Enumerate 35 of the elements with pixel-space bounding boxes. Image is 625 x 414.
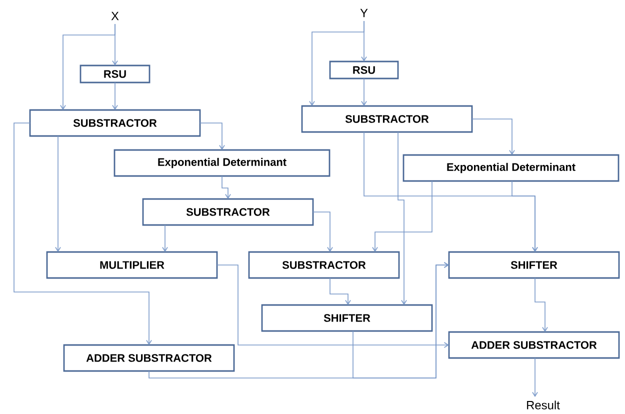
- arrow: [200, 122, 225, 150]
- process-box: SUBSTRACTOR: [29, 109, 201, 137]
- process-box: SUBSTRACTOR: [248, 251, 400, 279]
- arrow: [330, 278, 351, 305]
- arrow: [312, 212, 333, 252]
- process-box: ADDER SUBSTRACTOR: [448, 331, 620, 359]
- arrow: [361, 78, 367, 106]
- process-box: SUBSTRACTOR: [301, 105, 473, 133]
- arrow: [222, 176, 231, 199]
- arrow: [14, 122, 152, 345]
- arrow: [112, 82, 118, 110]
- arrow: [60, 24, 116, 110]
- process-box: Exponential Determinant: [114, 149, 330, 177]
- arrow: [162, 224, 168, 252]
- process-box: RSU: [80, 64, 150, 84]
- signal-label: X: [111, 12, 119, 20]
- signal-label: Result: [527, 400, 560, 410]
- process-box: Exponential Determinant: [402, 154, 620, 182]
- arrow: [532, 358, 538, 397]
- arrow: [398, 132, 407, 305]
- process-box: SHIFTER: [261, 304, 433, 332]
- process-box: SHIFTER: [448, 251, 620, 279]
- arrow: [216, 264, 449, 348]
- arrow: [55, 136, 61, 252]
- arrow: [512, 180, 538, 252]
- process-box: ADDER SUBSTRACTOR: [63, 344, 235, 372]
- arrow: [534, 278, 548, 332]
- process-box: MULTIPLIER: [46, 251, 218, 279]
- arrow: [472, 118, 515, 155]
- arrow: [352, 262, 449, 378]
- arrow: [309, 20, 364, 106]
- process-box: RSU: [329, 60, 399, 80]
- arrow: [372, 180, 432, 252]
- signal-label: Y: [360, 8, 368, 18]
- process-box: SUBSTRACTOR: [142, 198, 314, 226]
